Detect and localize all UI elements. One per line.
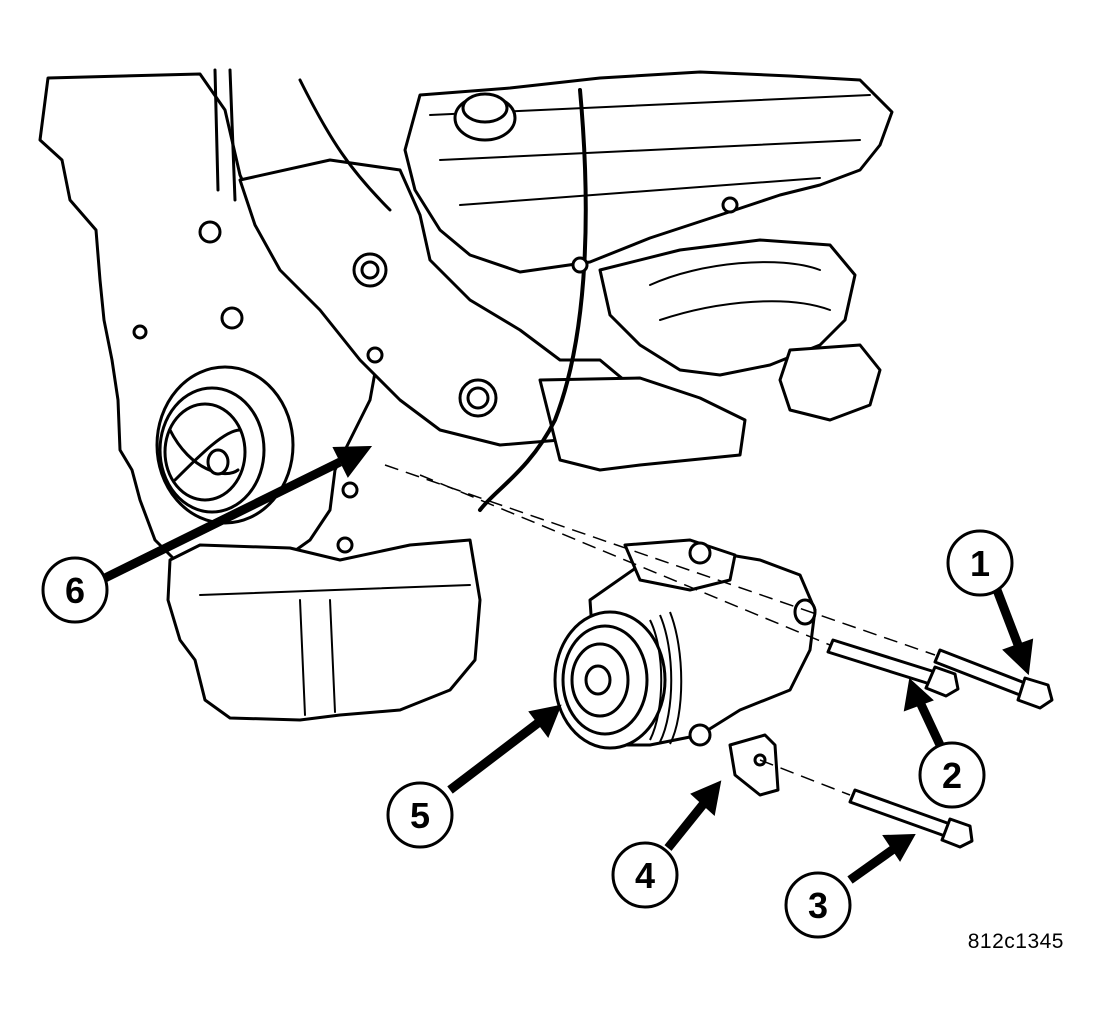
callout-1-number: 1 bbox=[970, 543, 990, 584]
oil-cap bbox=[453, 92, 517, 142]
arrow-head-4 bbox=[690, 780, 722, 816]
figure-id-label: 812c1345 bbox=[967, 930, 1064, 953]
callout-6: 6 bbox=[41, 556, 109, 624]
callout-3-number: 3 bbox=[808, 885, 828, 926]
ac-compressor-icon bbox=[553, 538, 817, 750]
exhaust-manifold bbox=[598, 238, 857, 377]
arrow-head-2 bbox=[903, 678, 934, 712]
arrow-3 bbox=[847, 844, 898, 884]
callout-1-circle bbox=[946, 529, 1014, 597]
arrow-1 bbox=[992, 588, 1025, 652]
arrow-heads bbox=[332, 445, 1034, 862]
callout-1: 1 bbox=[946, 529, 1014, 597]
arrow-2 bbox=[913, 696, 945, 747]
callout-3: 3 bbox=[784, 871, 852, 939]
callout-2: 2 bbox=[918, 741, 986, 809]
callout-4-circle bbox=[611, 841, 679, 909]
callout-6-circle bbox=[41, 556, 109, 624]
long-bolt-icon bbox=[933, 648, 1054, 710]
alignment-lines bbox=[384, 464, 936, 796]
arrow-head-3 bbox=[882, 833, 916, 862]
callout-2-number: 2 bbox=[942, 755, 962, 796]
short-bolt-icon bbox=[848, 788, 974, 849]
arrow-head-1 bbox=[1002, 638, 1034, 676]
callout-5-circle bbox=[386, 781, 454, 849]
callout-5-number: 5 bbox=[410, 795, 430, 836]
engine-block-icon bbox=[38, 68, 894, 722]
callout-3-circle bbox=[784, 871, 852, 939]
arrow-4 bbox=[664, 799, 709, 851]
arrow-5 bbox=[447, 719, 541, 794]
callout-2-circle bbox=[918, 741, 986, 809]
arrow-6 bbox=[103, 457, 342, 583]
arrow-head-6 bbox=[332, 445, 373, 478]
callout-4: 4 bbox=[611, 841, 679, 909]
callout-4-number: 4 bbox=[635, 855, 655, 896]
leader-arrows bbox=[103, 457, 1025, 884]
callout-5: 5 bbox=[386, 781, 454, 849]
callout-6-number: 6 bbox=[65, 570, 85, 611]
valve-cover bbox=[403, 70, 894, 274]
oil-pan bbox=[166, 538, 482, 722]
long-bolt-icon bbox=[826, 638, 960, 698]
arrow-head-5 bbox=[528, 704, 562, 739]
